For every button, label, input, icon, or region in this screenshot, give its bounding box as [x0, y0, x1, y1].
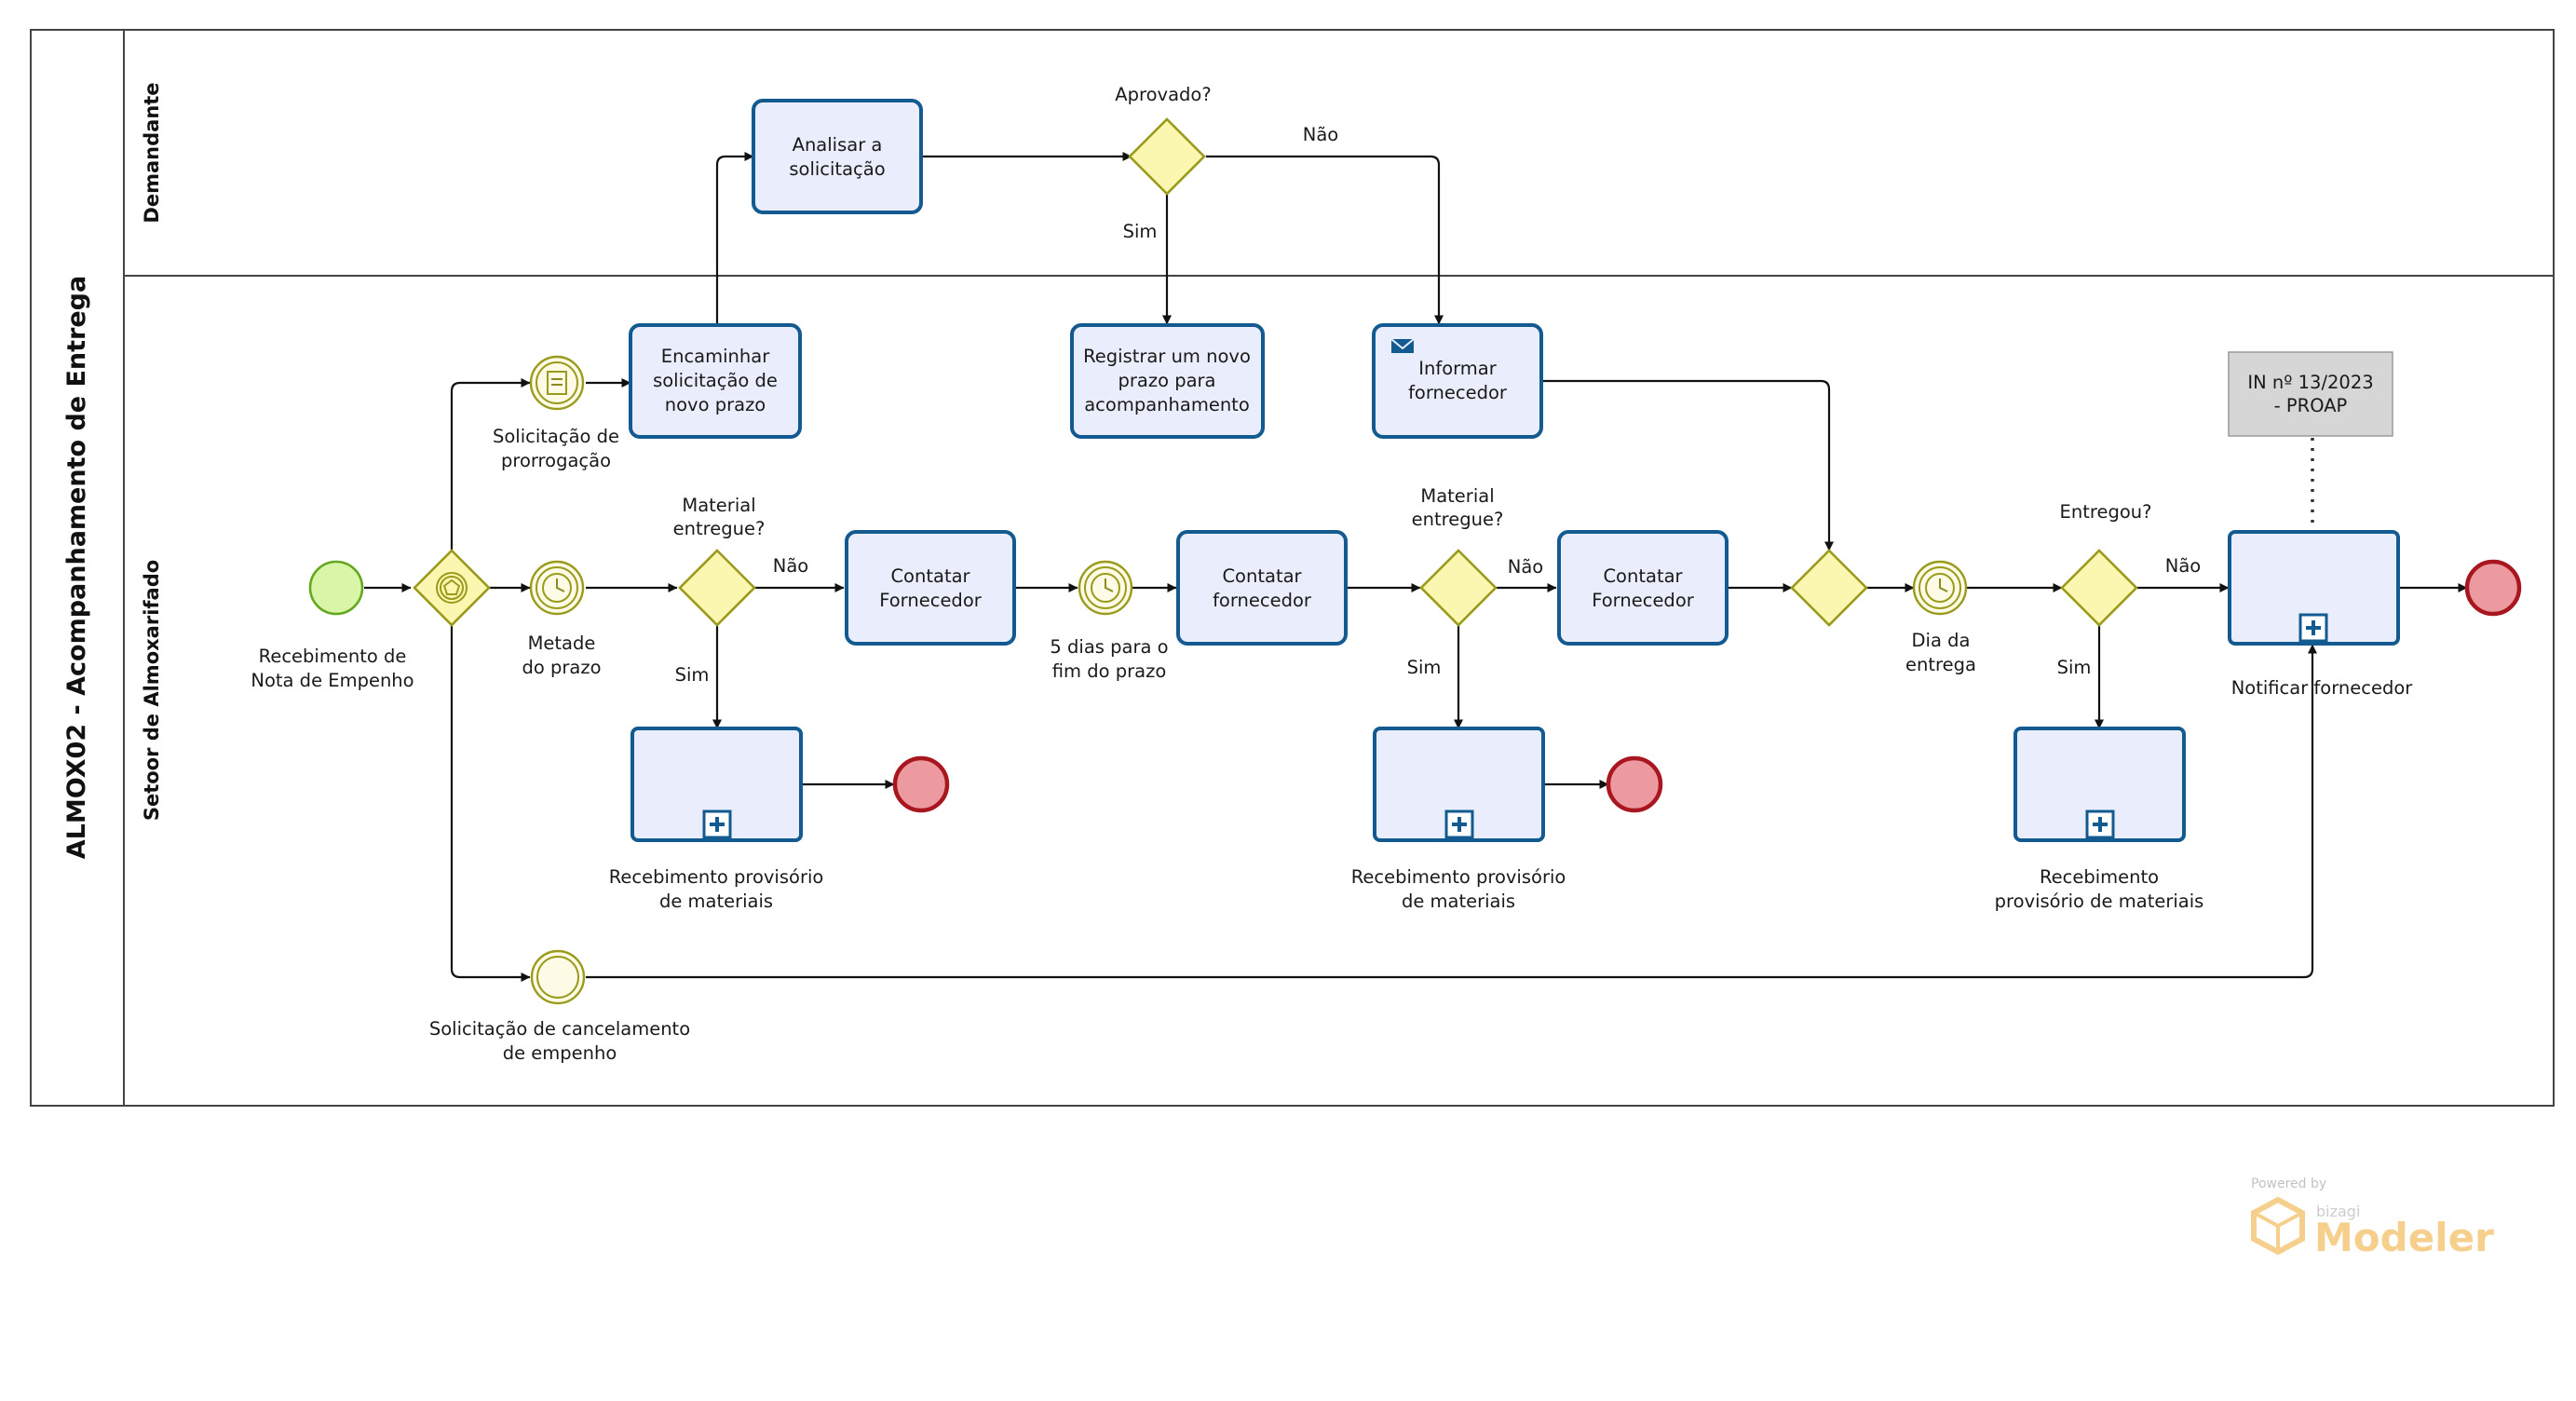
lane-title-demandante: Demandante: [141, 82, 163, 223]
conditional-event-prorrogacao[interactable]: [529, 355, 585, 411]
task-informar-l2: fornecedor: [1408, 382, 1508, 403]
task-contatar-fornecedor-1[interactable]: [845, 530, 1016, 646]
subprocess-receb2-l2: de materiais: [1402, 891, 1515, 912]
prorrogacao-l1: Solicitação de: [493, 426, 619, 447]
text-annotation: [2228, 351, 2393, 437]
task-contatar3-l1: Contatar: [1603, 565, 1683, 587]
start-event-l1: Recebimento de: [259, 646, 407, 667]
lane-title-almoxarifado: Setoor de Almoxarifado: [141, 560, 163, 821]
bizagi-logo: Powered by bizagi Modeler: [2251, 1177, 2494, 1260]
pool-title: ALMOX02 - Acompanhamento de Entrega: [62, 276, 91, 859]
task-registrar-l2: prazo para: [1118, 370, 1215, 391]
task-encaminhar-l2: solicitação de: [653, 370, 778, 391]
task-contatar1-l1: Contatar: [890, 565, 970, 587]
bizagi-small-text: bizagi: [2316, 1203, 2360, 1220]
gateway-material-entregue-1[interactable]: [678, 549, 756, 627]
task-registrar-l1: Registrar um novo: [1083, 346, 1251, 367]
annotation-l1: IN nº 13/2023: [2247, 372, 2373, 393]
diaentrega-l2: entrega: [1905, 654, 1976, 675]
cincodias-l2: fim do prazo: [1052, 660, 1167, 682]
end-event-2[interactable]: [1606, 755, 1663, 813]
task-contatar1-l2: Fornecedor: [879, 590, 983, 611]
gateway-material1-l2: entregue?: [673, 518, 766, 539]
flow-label-nao-aprovado: Não: [1303, 124, 1338, 145]
gateway-material-entregue-2[interactable]: [1419, 549, 1498, 627]
task-informar-l1: Informar: [1418, 358, 1498, 379]
flow-label-sim-m2: Sim: [1407, 657, 1442, 678]
task-encaminhar-l1: Encaminhar: [661, 346, 770, 367]
annotation-l2: - PROAP: [2274, 395, 2348, 416]
gateway-material2-l1: Material: [1420, 485, 1494, 507]
gateway-material1-l1: Material: [682, 495, 755, 516]
gateway-entregou[interactable]: [2060, 549, 2138, 627]
task-contatar2-l1: Contatar: [1222, 565, 1302, 587]
modeler-text: Modeler: [2314, 1215, 2494, 1260]
flow-label-nao-m1: Não: [773, 555, 808, 577]
task-analisar-solicitacao[interactable]: [752, 99, 923, 214]
flow-label-nao-entregou: Não: [2165, 555, 2201, 577]
task-registrar-novo-prazo[interactable]: [1070, 323, 1265, 439]
prorrogacao-l2: prorrogação: [501, 450, 611, 471]
expand-plus-icon: [2298, 613, 2328, 643]
task-analisar-l2: solicitação: [789, 158, 885, 180]
diaentrega-l1: Dia da: [1912, 630, 1971, 651]
task-analisar-l1: Analisar a: [793, 134, 883, 156]
gateway-aprovado[interactable]: [1128, 117, 1206, 196]
subprocess-notificar-fornecedor[interactable]: [2228, 530, 2400, 646]
task-encaminhar-solicitacao[interactable]: [629, 323, 802, 439]
task-contatar-fornecedor-2[interactable]: [1176, 530, 1348, 646]
subprocess-receb3-l2: provisório de materiais: [1995, 891, 2204, 912]
end-event-1[interactable]: [892, 755, 950, 813]
envelope-icon: [1390, 338, 1415, 353]
gateway-event-based[interactable]: [413, 549, 491, 627]
subprocess-recebimento-provisorio-1[interactable]: [630, 727, 803, 842]
subprocess-notificar-label: Notificar fornecedor: [2231, 677, 2414, 699]
end-event-3[interactable]: [2464, 559, 2522, 617]
metade-l1: Metade: [528, 632, 596, 654]
timer-event-metade[interactable]: [529, 560, 585, 616]
subprocess-receb3-l1: Recebimento: [2040, 866, 2159, 888]
gateway-merge[interactable]: [1790, 549, 1868, 627]
timer-event-5-dias[interactable]: [1078, 560, 1133, 616]
subprocess-receb1-l2: de materiais: [659, 891, 773, 912]
sequence-flows: [364, 152, 2468, 982]
metade-l2: do prazo: [522, 657, 601, 678]
intermediate-event-cancelamento[interactable]: [530, 949, 586, 1005]
gateway-entregou-label: Entregou?: [2060, 501, 2152, 523]
task-registrar-l3: acompanhamento: [1084, 394, 1250, 415]
flow-label-sim-m1: Sim: [675, 664, 710, 686]
subprocess-receb2-l1: Recebimento provisório: [1351, 866, 1566, 888]
task-contatar3-l2: Fornecedor: [1592, 590, 1695, 611]
task-encaminhar-l3: novo prazo: [665, 394, 766, 415]
task-informar-fornecedor[interactable]: [1372, 323, 1543, 439]
expand-plus-icon: [2085, 809, 2115, 839]
powered-by-text: Powered by: [2251, 1177, 2326, 1191]
expand-plus-icon: [702, 809, 732, 839]
flow-label-sim-entregou: Sim: [2057, 657, 2092, 678]
start-event[interactable]: [308, 560, 364, 616]
subprocess-receb1-l1: Recebimento provisório: [609, 866, 824, 888]
gateway-material2-l2: entregue?: [1412, 509, 1504, 530]
task-contatar2-l2: fornecedor: [1213, 590, 1312, 611]
cube-icon: [2251, 1196, 2305, 1256]
expand-plus-icon: [1444, 809, 1474, 839]
cancelamento-l1: Solicitação de cancelamento: [429, 1018, 690, 1040]
task-contatar-fornecedor-3[interactable]: [1557, 530, 1729, 646]
gateway-aprovado-label: Aprovado?: [1115, 84, 1211, 105]
timer-event-dia-entrega[interactable]: [1912, 560, 1968, 616]
start-event-l2: Nota de Empenho: [251, 670, 414, 691]
cincodias-l1: 5 dias para o: [1050, 636, 1168, 658]
flow-label-nao-m2: Não: [1508, 556, 1543, 578]
subprocess-recebimento-provisorio-2[interactable]: [1373, 727, 1545, 842]
flow-label-sim-aprovado: Sim: [1123, 221, 1158, 242]
cancelamento-l2: de empenho: [503, 1042, 617, 1064]
subprocess-recebimento-provisorio-3[interactable]: [2013, 727, 2186, 842]
